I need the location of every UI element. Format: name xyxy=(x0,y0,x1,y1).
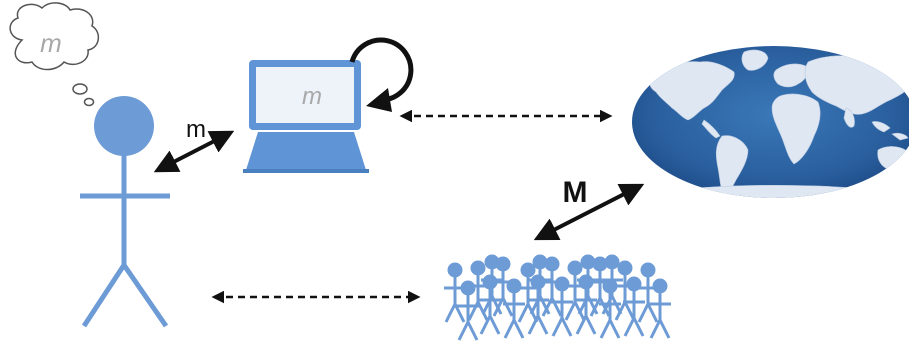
person-computer-arrow xyxy=(153,130,235,173)
screen-model-label: m xyxy=(302,83,322,110)
crowd-person-icon xyxy=(577,254,599,315)
crowd-person-icon xyxy=(457,280,479,341)
crowd-person-icon xyxy=(649,278,671,339)
crowd-person-icon xyxy=(503,278,525,339)
world-map-icon xyxy=(632,46,909,198)
circular-arrow-icon xyxy=(349,37,414,112)
person-computer-label: m xyxy=(186,116,206,143)
crowd-person-icon xyxy=(517,262,539,323)
crowd-of-people-icon xyxy=(444,254,671,341)
laptop-icon xyxy=(243,60,369,173)
crowd-person-icon xyxy=(529,254,551,315)
crowd-person-icon xyxy=(481,254,503,315)
thought-model-label: m xyxy=(40,28,62,58)
crowd-person-icon xyxy=(551,276,573,337)
stick-figure-icon xyxy=(80,96,170,328)
crowd-person-icon xyxy=(564,260,586,321)
people-world-arrow xyxy=(533,183,645,241)
crowd-person-icon xyxy=(637,262,659,323)
crowd-person-icon xyxy=(601,254,623,315)
thought-bubble-icon xyxy=(9,2,100,107)
crowd-person-icon xyxy=(623,276,645,337)
people-world-label: M xyxy=(563,176,588,209)
